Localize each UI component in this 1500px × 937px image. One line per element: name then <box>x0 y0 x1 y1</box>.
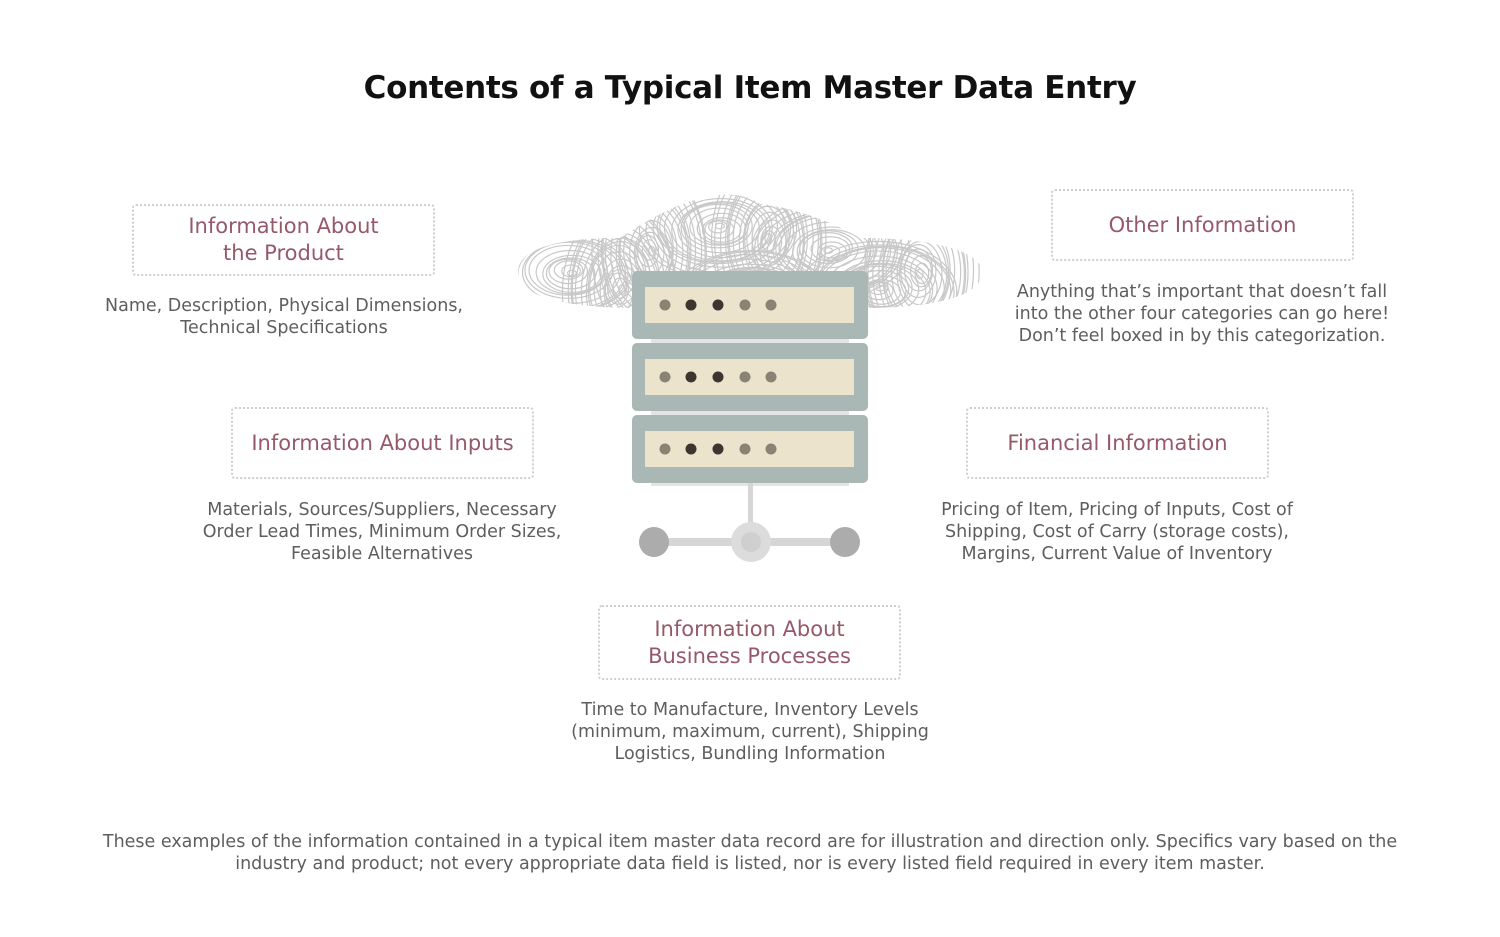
category-description-inputs: Materials, Sources/Suppliers, Necessary … <box>202 500 562 564</box>
category-box-financial: Financial Information <box>966 407 1269 479</box>
category-box-other: Other Information <box>1051 189 1354 261</box>
server-stack-icon <box>632 271 868 486</box>
network-connector-icon <box>639 483 860 562</box>
page-title: Contents of a Typical Item Master Data E… <box>363 70 1137 106</box>
category-heading-financial: Financial Information <box>1007 430 1228 455</box>
category-description-product: Name, Description, Physical Dimensions, … <box>105 296 463 338</box>
category-heading-business-processes: Information About Business Processes <box>648 616 851 668</box>
category-box-inputs: Information About Inputs <box>231 407 534 479</box>
category-description-financial: Pricing of Item, Pricing of Inputs, Cost… <box>941 500 1293 564</box>
category-box-business-processes: Information About Business Processes <box>598 605 901 680</box>
category-heading-inputs: Information About Inputs <box>251 430 514 455</box>
footnote: These examples of the information contai… <box>102 832 1398 874</box>
category-box-product: Information About the Product <box>132 204 435 276</box>
server-cloud-illustration <box>518 194 980 562</box>
category-description-other: Anything that’s important that doesn’t f… <box>1014 282 1390 346</box>
category-heading-other: Other Information <box>1108 212 1297 237</box>
category-description-business-processes: Time to Manufacture, Inventory Levels (m… <box>571 700 929 764</box>
category-heading-product: Information About the Product <box>188 214 379 265</box>
